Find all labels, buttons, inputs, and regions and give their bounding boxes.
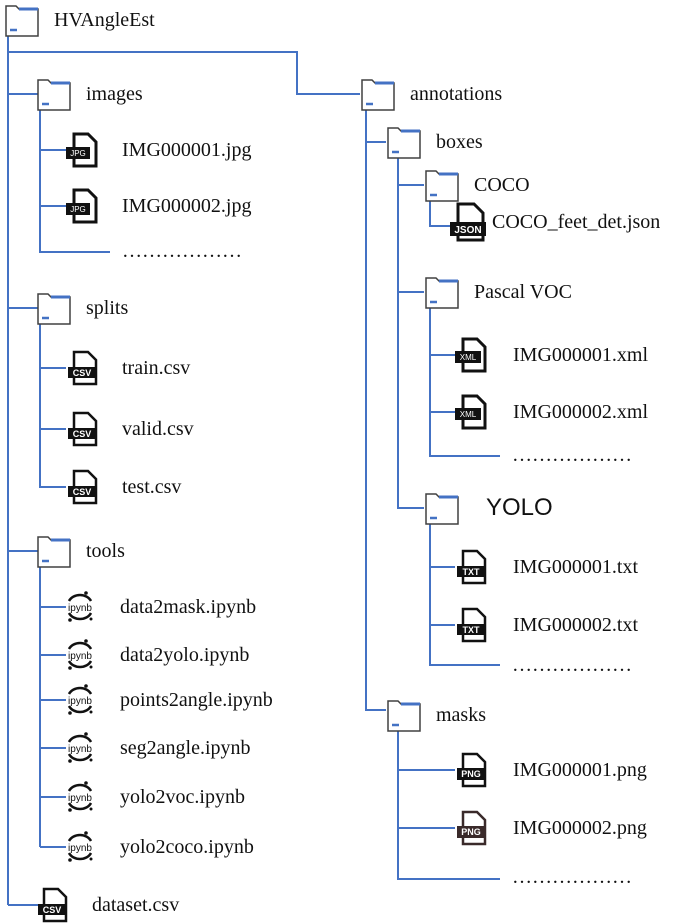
csv-file-icon: CSV [66,469,102,505]
file-badge: CSV [73,487,92,497]
folder-label: Pascal VOC [474,281,572,303]
file-badge: JSON [454,225,481,236]
txt-file-icon: TXT [455,607,491,643]
folder-icon [36,533,72,569]
csv-file-icon: CSV [66,411,102,447]
jupyter-notebook-icon: ipynb [62,682,98,718]
jupyter-notebook-icon: ipynb [62,589,98,625]
file-label: dataset.csv [92,894,180,916]
folder-icon [4,2,40,38]
file-label: seg2angle.ipynb [120,737,251,759]
file-badge: ipynb [68,744,92,755]
jpg-file-icon: JPG [66,188,102,224]
file-label: IMG000002.txt [513,614,638,636]
ellipsis-more-files: ……………… [512,866,632,888]
ellipsis-more-files: ……………… [122,240,242,262]
file-badge: PNG [461,769,481,779]
file-label: data2mask.ipynb [120,596,257,618]
jpg-file-icon: JPG [66,132,102,168]
jupyter-notebook-icon: ipynb [62,779,98,815]
file-badge: TXT [463,625,481,635]
file-badge: JPG [70,205,86,214]
file-label: COCO_feet_det.json [492,211,661,233]
file-label: IMG000002.jpg [122,195,252,217]
file-label: points2angle.ipynb [120,689,273,711]
folder-icon [424,167,460,203]
folder-label: boxes [436,131,483,153]
csv-file-icon: CSV [66,350,102,386]
file-badge: ipynb [68,651,92,662]
ellipsis-more-files: ……………… [512,444,632,466]
file-label: IMG000001.jpg [122,139,252,161]
file-badge: ipynb [68,696,92,707]
file-label: IMG000001.xml [513,344,648,366]
file-label: yolo2coco.ipynb [120,836,254,858]
jupyter-notebook-icon: ipynb [62,637,98,673]
file-badge: ipynb [68,793,92,804]
folder-icon [424,490,460,526]
png-file-icon: PNG [455,752,491,788]
file-badge: TXT [463,567,481,577]
folder-label: masks [436,704,486,726]
jupyter-notebook-icon: ipynb [62,829,98,865]
folder-icon [424,274,460,310]
png-file-icon: PNG [455,810,491,846]
file-badge: ipynb [68,843,92,854]
file-label: IMG000002.xml [513,401,648,423]
folder-label: COCO [474,174,530,196]
file-badge: JPG [70,149,86,158]
folder-label: splits [86,297,129,319]
file-label: yolo2voc.ipynb [120,786,245,808]
file-label: IMG000002.png [513,817,647,839]
file-badge: ipynb [68,603,92,614]
file-badge: CSV [73,368,92,378]
file-badge: PNG [461,827,481,837]
file-badge: XML [460,353,477,362]
folder-label: HVAngleEst [54,9,155,31]
ellipsis-more-files: ……………… [512,654,632,676]
folder-icon [360,76,396,112]
folder-icon [386,697,422,733]
csv-file-icon: CSV [36,887,72,923]
folder-icon [36,290,72,326]
folder-icon [386,124,422,160]
json-file-icon: JSON [448,202,488,242]
folder-label: annotations [410,83,503,105]
txt-file-icon: TXT [455,549,491,585]
xml-file-icon: XML [455,394,491,430]
file-badge: CSV [73,429,92,439]
folder-label: tools [86,540,125,562]
file-label: train.csv [122,357,191,379]
xml-file-icon: XML [455,337,491,373]
file-label: data2yolo.ipynb [120,644,250,666]
file-label: valid.csv [122,418,194,440]
file-label: IMG000001.txt [513,556,638,578]
folder-icon [36,76,72,112]
file-label: test.csv [122,476,182,498]
jupyter-notebook-icon: ipynb [62,730,98,766]
folder-label: images [86,83,143,105]
file-badge: XML [460,410,477,419]
folder-label: YOLO [486,494,553,521]
file-badge: CSV [43,905,62,915]
file-label: IMG000001.png [513,759,647,781]
